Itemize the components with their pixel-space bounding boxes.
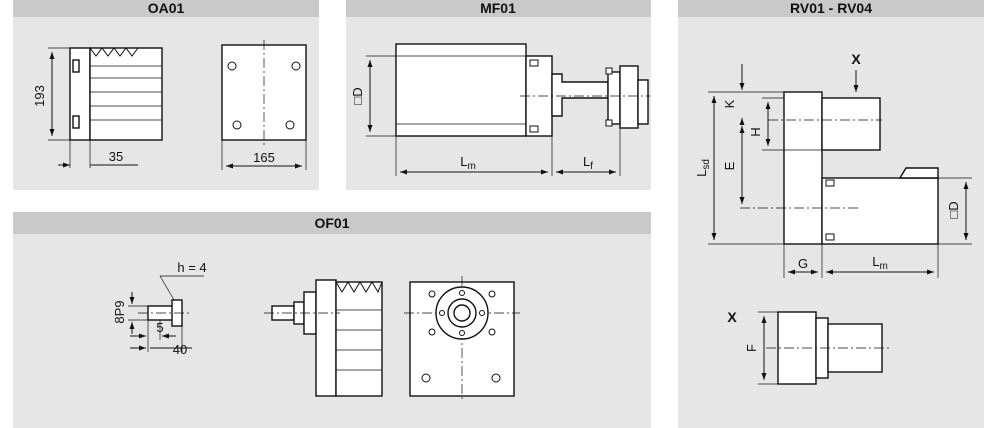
- oa01-height-label: 193: [32, 85, 47, 107]
- rv-dim-g: G: [783, 244, 823, 278]
- rv-square-d-label: □D: [946, 201, 961, 218]
- rv-k-label: K: [722, 99, 737, 108]
- mf01-lf-label: Lf: [583, 154, 593, 172]
- of01-front-view: [404, 276, 520, 400]
- rv-lm-sub: m: [879, 261, 887, 272]
- mf01-shaft-end: [637, 79, 649, 125]
- rv-lsd-main: L: [694, 170, 709, 177]
- oa01-side-view: [69, 47, 163, 141]
- rv-output-block: [821, 97, 881, 151]
- rv-motor: [821, 177, 939, 245]
- panel-header: [678, 0, 984, 17]
- rv-lm-main: L: [872, 254, 879, 269]
- mf01-lf-main: L: [583, 154, 590, 169]
- mount-hole: [227, 61, 237, 71]
- mf01-square-d-label: □D: [350, 87, 365, 104]
- rv-dim-k: K: [722, 64, 745, 125]
- mf01-motor: [395, 43, 650, 137]
- oa01-dim-depth: 35: [58, 140, 138, 168]
- panel-rv01-rv04: RV01 - RV04 X Lsd K E: [678, 0, 984, 428]
- mf01-lf-sub: f: [590, 161, 593, 172]
- mf01-dim-square-d: □D: [350, 55, 396, 137]
- of01-fins: [335, 281, 383, 294]
- detail-x-label: X: [727, 309, 737, 325]
- of01-h-label: h = 4: [177, 260, 206, 275]
- mount-hole: [285, 120, 295, 130]
- panel-title-oa01: OA01: [148, 0, 185, 16]
- oa01-clip-top: [72, 59, 80, 73]
- rv-dim-square-d: □D: [938, 177, 972, 245]
- of01-b-label: 8P9: [112, 300, 127, 323]
- oa01-fins: [89, 47, 139, 57]
- mf01-dim-lf: Lf: [556, 128, 621, 176]
- mf01-lm-label: Lm: [460, 154, 476, 172]
- rv-dim-lsd: Lsd: [694, 91, 784, 245]
- oa01-housing: [89, 47, 163, 141]
- rv-motor-cap: [898, 167, 939, 179]
- of01-key-detail: h = 4 8P9 5 40: [112, 260, 207, 357]
- panel-title-mf01: MF01: [480, 0, 516, 16]
- rv-dim-h: H: [748, 97, 822, 151]
- mf01-lm-sub: m: [467, 161, 475, 172]
- oa01-clip-bottom: [72, 115, 80, 129]
- mf01-motor-body: [395, 43, 527, 137]
- panel-header: [13, 212, 651, 234]
- rv-h-label: H: [748, 127, 763, 136]
- mf01-lm-main: L: [460, 154, 467, 169]
- mount-hole: [291, 61, 301, 71]
- mf01-coupling: [607, 71, 621, 125]
- of01-5-label: 5: [156, 320, 163, 335]
- oa01-width-label: 165: [253, 150, 275, 165]
- panel-title-of01: OF01: [314, 215, 349, 231]
- of01-bore-inner: [453, 304, 471, 322]
- rv-gearbox: [740, 91, 939, 245]
- oa01-depth-label: 35: [109, 149, 123, 164]
- mount-hole: [421, 373, 431, 383]
- oa01-front-view: [221, 40, 307, 146]
- oa01-dim-width: 165: [221, 140, 307, 170]
- mf01-end-flange: [619, 65, 639, 129]
- rv-lm-label: Lm: [872, 254, 888, 272]
- rv-lsd-sub: sd: [701, 159, 712, 170]
- panel-header: [346, 0, 651, 17]
- rv-dim-e: E: [722, 126, 745, 204]
- rv-dim-lm: Lm: [826, 244, 939, 278]
- of01-end-cap: [315, 279, 337, 397]
- rv-f-label: F: [744, 344, 759, 352]
- mount-hole: [491, 373, 501, 383]
- panel-of01: OF01 h = 4 8P9 5 40: [13, 212, 651, 428]
- panel-mf01: MF01 □D Lm: [346, 0, 651, 190]
- rv-detail-shaft: [827, 323, 883, 373]
- oa01-dim-height: 193: [32, 47, 70, 141]
- rv-dim-f: F: [744, 311, 778, 385]
- rv-detail-view: [766, 311, 890, 385]
- mf01-dim-lm: Lm: [395, 136, 553, 176]
- of01-housing: [335, 281, 383, 397]
- rv-gear-housing: [783, 91, 823, 245]
- mount-hole: [232, 120, 242, 130]
- rv-lsd-label: Lsd: [694, 159, 712, 177]
- panel-title-rv01-rv04: RV01 - RV04: [790, 0, 872, 16]
- rv-e-label: E: [722, 161, 737, 170]
- rv-g-label: G: [798, 256, 808, 271]
- view-x-label: X: [851, 51, 861, 67]
- panel-oa01: OA01 193 35: [13, 0, 319, 190]
- panel-header: [13, 0, 319, 17]
- of01-40-label: 40: [173, 342, 187, 357]
- of01-side-view: [264, 279, 383, 397]
